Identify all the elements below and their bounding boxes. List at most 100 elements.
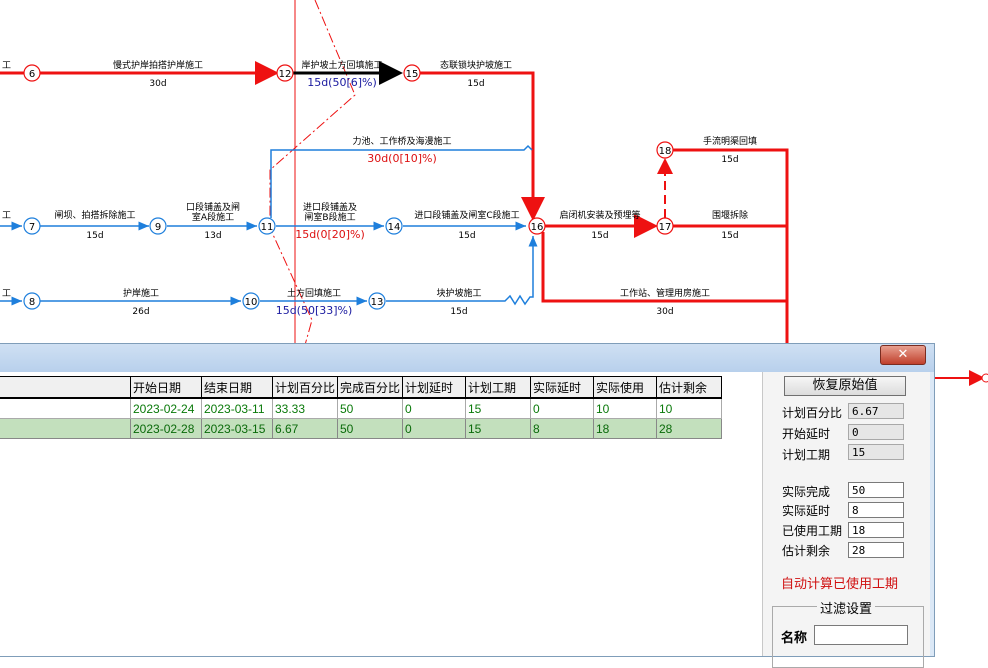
column-header[interactable]: 估计剩余 bbox=[656, 376, 722, 399]
node-number: 15 bbox=[406, 69, 419, 80]
grid-cell[interactable]: 15 bbox=[465, 397, 531, 419]
grid-cell[interactable]: 50 bbox=[337, 397, 403, 419]
activity-name[interactable]: 进口段铺盖及 bbox=[303, 201, 357, 213]
network-node[interactable] bbox=[276, 64, 294, 82]
activity-duration[interactable]: 15d bbox=[467, 79, 484, 89]
grid-cell[interactable]: 2023-02-24 bbox=[130, 397, 202, 419]
activity-duration[interactable]: 15d(50[33]%) bbox=[276, 304, 353, 317]
column-header[interactable]: 结束日期 bbox=[201, 376, 273, 399]
activity-name[interactable]: 护岸施工 bbox=[123, 287, 159, 299]
network-node[interactable] bbox=[149, 217, 167, 235]
activity-duration[interactable]: 15d(50[6]%) bbox=[307, 76, 377, 89]
table-row-selected[interactable]: 2023-02-28 2023-03-15 6.67 50 0 15 8 18 … bbox=[0, 418, 722, 439]
edit-panel: 恢复原始值 计划百分比 6.67 开始延时 0 计划工期 15 实际完成 50 … bbox=[762, 372, 930, 668]
network-node[interactable] bbox=[258, 217, 276, 235]
activity-name[interactable]: 进口段铺盖及闸室C段施工 bbox=[414, 209, 519, 221]
activity-duration[interactable]: 15d bbox=[450, 307, 467, 317]
activity-name[interactable]: 态联锁块护坡施工 bbox=[440, 59, 512, 71]
grid-cell[interactable]: 33.33 bbox=[272, 397, 338, 419]
activity-duration[interactable]: 15d bbox=[591, 231, 608, 241]
activity-duration[interactable]: 15d(0[20]%) bbox=[295, 228, 365, 241]
network-node[interactable] bbox=[23, 217, 41, 235]
activity-duration[interactable]: 30d(0[10]%) bbox=[367, 152, 437, 165]
grid-cell[interactable]: 28 bbox=[656, 418, 722, 439]
column-header[interactable]: 计划百分比 bbox=[272, 376, 338, 399]
activity-name[interactable]: 土方回填施工 bbox=[287, 287, 341, 299]
activity-name[interactable]: 慢式护岸拍搭护岸施工 bbox=[113, 59, 203, 71]
table-row[interactable]: 2023-02-24 2023-03-11 33.33 50 0 15 0 10… bbox=[0, 397, 722, 419]
actual-complete-input[interactable]: 50 bbox=[848, 482, 904, 498]
auto-calc-checkbox[interactable]: 自动计算已使用工期 bbox=[781, 577, 899, 592]
grid-cell[interactable]: 2023-03-15 bbox=[201, 418, 273, 439]
column-header[interactable]: 计划延时 bbox=[402, 376, 466, 399]
activity-duration[interactable]: 30d bbox=[656, 307, 673, 317]
grid-cell[interactable]: 0 bbox=[402, 397, 466, 419]
activity-name[interactable]: 手流明渠回填 bbox=[703, 135, 757, 147]
network-node[interactable] bbox=[528, 217, 546, 235]
activity-duration[interactable]: 13d bbox=[204, 231, 221, 241]
activity-name[interactable]: 闸坝、拍搭拆除施工 bbox=[54, 209, 135, 221]
grid-header-row: 开始日期 结束日期 计划百分比 完成百分比 计划延时 计划工期 实际延时 实际使… bbox=[0, 376, 722, 399]
network-node[interactable] bbox=[23, 292, 41, 310]
activity-duration[interactable]: 15d bbox=[458, 231, 475, 241]
network-node[interactable] bbox=[656, 217, 674, 235]
start-delay-field: 0 bbox=[848, 424, 904, 440]
activity-duration[interactable]: 30d bbox=[149, 79, 166, 89]
actual-complete-label: 实际完成 bbox=[782, 485, 831, 499]
arrow-line bbox=[386, 236, 538, 306]
column-header[interactable]: 实际延时 bbox=[530, 376, 594, 399]
activity-name[interactable]: 岸护坡土方回填施工 bbox=[301, 59, 382, 71]
node-number: 10 bbox=[245, 297, 258, 308]
grid-cell[interactable]: 10 bbox=[656, 397, 722, 419]
actual-delay-input[interactable]: 8 bbox=[848, 502, 904, 518]
activity-name[interactable]: 工作站、管理用房施工 bbox=[620, 287, 710, 299]
restore-defaults-button[interactable]: 恢复原始值 bbox=[784, 376, 906, 396]
activity-name[interactable]: 围堰拆除 bbox=[712, 209, 748, 221]
network-node[interactable] bbox=[23, 64, 41, 82]
network-node[interactable] bbox=[242, 292, 260, 310]
grid-cell[interactable]: 6.67 bbox=[272, 418, 338, 439]
grid-cell[interactable]: 0 bbox=[402, 418, 466, 439]
filter-name-input[interactable] bbox=[814, 625, 908, 645]
grid-cell[interactable]: 10 bbox=[593, 397, 657, 419]
activity-name[interactable]: 块护坡施工 bbox=[436, 287, 481, 299]
grid-cell[interactable]: 15 bbox=[465, 418, 531, 439]
node-number: 13 bbox=[371, 297, 384, 308]
grid-cell[interactable]: 50 bbox=[337, 418, 403, 439]
activity-duration[interactable]: 15d bbox=[721, 231, 738, 241]
activity-name[interactable]: 室A段施工 bbox=[192, 211, 234, 223]
grid-cell-blank[interactable] bbox=[0, 418, 131, 439]
remaining-input[interactable]: 28 bbox=[848, 542, 904, 558]
activity-name[interactable]: 启闭机安装及预埋等 bbox=[559, 209, 640, 221]
plan-percent-field: 6.67 bbox=[848, 403, 904, 419]
grid-cell[interactable]: 2023-03-11 bbox=[201, 397, 273, 419]
activity-duration[interactable]: 15d bbox=[721, 155, 738, 165]
grid-cell[interactable]: 0 bbox=[530, 397, 594, 419]
close-button[interactable]: ✕ bbox=[880, 345, 926, 365]
activity-name[interactable]: 口段铺盖及闸 bbox=[186, 201, 240, 213]
remaining-label: 估计剩余 bbox=[782, 544, 831, 558]
node-number: 7 bbox=[29, 222, 35, 233]
network-node[interactable] bbox=[403, 64, 421, 82]
column-header[interactable]: 完成百分比 bbox=[337, 376, 403, 399]
grid-header-blank bbox=[0, 376, 131, 399]
grid-cell[interactable]: 2023-02-28 bbox=[130, 418, 202, 439]
grid-cell[interactable]: 18 bbox=[593, 418, 657, 439]
start-delay-label: 开始延时 bbox=[782, 427, 831, 441]
network-node[interactable] bbox=[368, 292, 386, 310]
activity-name[interactable]: 闸室B段施工 bbox=[304, 211, 355, 223]
activity-name-fragment: 工 bbox=[2, 211, 11, 221]
network-node[interactable] bbox=[656, 141, 674, 159]
column-header[interactable]: 实际使用 bbox=[593, 376, 657, 399]
activity-duration[interactable]: 15d bbox=[86, 231, 103, 241]
node-number: 17 bbox=[659, 222, 672, 233]
grid-cell-blank[interactable] bbox=[0, 397, 131, 419]
column-header[interactable]: 开始日期 bbox=[130, 376, 202, 399]
network-node[interactable] bbox=[385, 217, 403, 235]
column-header[interactable]: 计划工期 bbox=[465, 376, 531, 399]
progress-edit-dialog: ✕ 开始日期 结束日期 计划百分比 完成百分比 计划延时 计划工期 实际延时 实… bbox=[0, 343, 935, 668]
used-duration-input[interactable]: 18 bbox=[848, 522, 904, 538]
grid-cell[interactable]: 8 bbox=[530, 418, 594, 439]
activity-name[interactable]: 力池、工作桥及海漫施工 bbox=[352, 135, 451, 147]
activity-duration[interactable]: 26d bbox=[132, 307, 149, 317]
